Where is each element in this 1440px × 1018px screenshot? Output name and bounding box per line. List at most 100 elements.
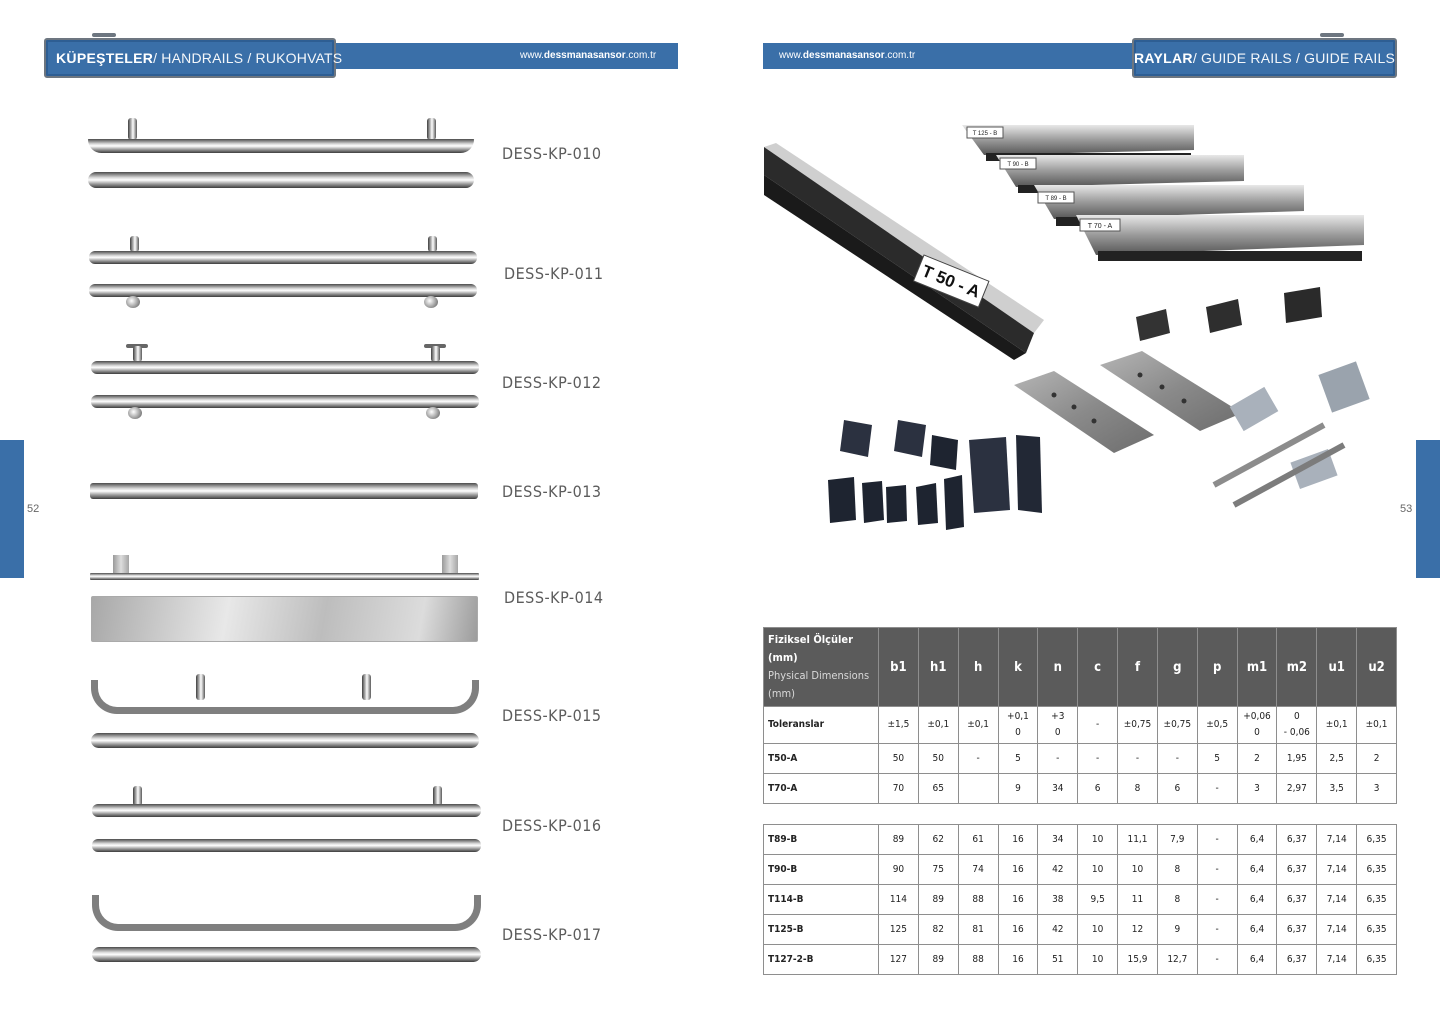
cell-line: ±0,75 [1123, 719, 1152, 730]
table-cell: - [1037, 743, 1079, 774]
table-cell: 50 [878, 743, 919, 774]
table-cell: 7,14 [1316, 944, 1358, 975]
table-cell: 89 [878, 824, 919, 855]
fishplates [1014, 351, 1242, 453]
cell-line: 0 [1054, 727, 1061, 738]
row-label: T90-B [763, 854, 879, 885]
table-cell: 6,37 [1276, 884, 1318, 915]
table-cell: 7,14 [1316, 914, 1358, 945]
rail-label: T 89 - B [1045, 196, 1066, 202]
column-header-c: c [1077, 627, 1119, 707]
column-header-f: f [1117, 627, 1158, 707]
table-cell: 2 [1356, 743, 1397, 774]
table-cell: 7,14 [1316, 884, 1358, 915]
table-cell: 16 [997, 884, 1039, 915]
rail-shoes [828, 420, 1042, 530]
table-cell: 9,5 [1077, 884, 1119, 915]
rail-bracket [1212, 361, 1370, 508]
column-header-h1: h1 [917, 627, 959, 707]
row-label: Toleranslar [763, 706, 879, 744]
table-cell: 10 [1077, 944, 1119, 975]
table-cell: 88 [957, 884, 999, 915]
handrail-u-bar [92, 895, 481, 931]
table-cell: 75 [917, 854, 959, 885]
table-cell: 34 [1037, 824, 1079, 855]
table-header-row: Fiziksel Ölçüler (mm) Physical Dimension… [763, 627, 1397, 707]
cell-line: ±1,5 [887, 719, 910, 730]
table-cell: 34 [1037, 773, 1079, 804]
page-number: 53 [1400, 503, 1413, 515]
url-domain: dessmanasansor [543, 50, 626, 61]
rail-clips [1136, 287, 1322, 341]
table-cell: 16 [997, 824, 1039, 855]
cell-line: - [1096, 719, 1100, 730]
rail-label: T 90 - B [1007, 162, 1028, 168]
website-link[interactable]: www.dessmanasansor.com.tr [779, 50, 915, 61]
header-decoration [1320, 33, 1344, 37]
handrail-plate [91, 596, 478, 642]
handrail-post [196, 674, 205, 700]
table-cell: 6,37 [1276, 944, 1318, 975]
section-title-rest: / GUIDE RAILS / GUIDE RAILS [1192, 50, 1396, 66]
handrail-bar-side [89, 251, 477, 264]
dimensions-table: Fiziksel Ölçüler (mm) Physical Dimension… [763, 627, 1397, 975]
table-cell: ±0,1 [1356, 706, 1397, 744]
product-code: DESS-KP-017 [502, 925, 602, 944]
table-cell: 3 [1236, 773, 1278, 804]
header-line: (mm) [768, 687, 796, 700]
product-code: DESS-KP-012 [502, 373, 602, 392]
table-cell: ±1,5 [878, 706, 919, 744]
side-tab [0, 440, 24, 578]
column-header-g: g [1156, 627, 1198, 707]
column-header-m1: m1 [1236, 627, 1278, 707]
handrail-post [431, 346, 440, 362]
handrail-knob [126, 296, 140, 308]
table-cell: 12,7 [1156, 944, 1198, 975]
table-cell: 6,37 [1276, 854, 1318, 885]
handrail-u-bar [91, 680, 479, 714]
cell-line: 0 [1254, 727, 1260, 738]
table-cell: 61 [957, 824, 999, 855]
table-cell: 6 [1156, 773, 1198, 804]
website-link[interactable]: www.dessmanasansor.com.tr [520, 50, 656, 61]
product-code: DESS-KP-011 [504, 264, 604, 283]
table-cell: 6,35 [1356, 944, 1397, 975]
table-cell: 89 [917, 884, 959, 915]
table-cell: 15,9 [1117, 944, 1158, 975]
table-cell: 6,35 [1356, 884, 1397, 915]
row-label: T50-A [763, 743, 879, 774]
table-cell: 70 [878, 773, 919, 804]
row-label: T114-B [763, 884, 879, 915]
table-cell: ±0,1 [917, 706, 959, 744]
table-cell: 0- 0,06 [1276, 706, 1318, 744]
table-cell: 16 [997, 854, 1039, 885]
table-cell: - [1077, 743, 1119, 774]
handrail-bar-side [91, 361, 479, 374]
dimensions-table-part-1: Fiziksel Ölçüler (mm) Physical Dimension… [763, 627, 1397, 804]
table-cell: ±0,5 [1196, 706, 1238, 744]
table-cell: 11,1 [1117, 824, 1158, 855]
handrail-bar-top [92, 839, 481, 852]
table-cell: 2,97 [1276, 773, 1318, 804]
handrail-bar-top [91, 395, 479, 408]
table-cell: 10 [1077, 914, 1119, 945]
cell-line: ±0,5 [1206, 719, 1229, 730]
section-title-strong: KÜPEŞTELER [56, 50, 154, 66]
section-title-strong: RAYLAR [1133, 50, 1193, 66]
table-cell: 114 [878, 884, 919, 915]
row-label: T70-A [763, 773, 879, 804]
table-cell: 5 [997, 743, 1039, 774]
table-cell: 6,37 [1276, 824, 1318, 855]
column-header-b1: b1 [878, 627, 919, 707]
cell-line: ±0,75 [1163, 719, 1192, 730]
header-line: (mm) [768, 651, 798, 664]
column-header-u1: u1 [1316, 627, 1358, 707]
handrail-square-post [113, 555, 129, 573]
table-cell: 8 [1156, 884, 1198, 915]
product-code: DESS-KP-010 [502, 144, 602, 163]
